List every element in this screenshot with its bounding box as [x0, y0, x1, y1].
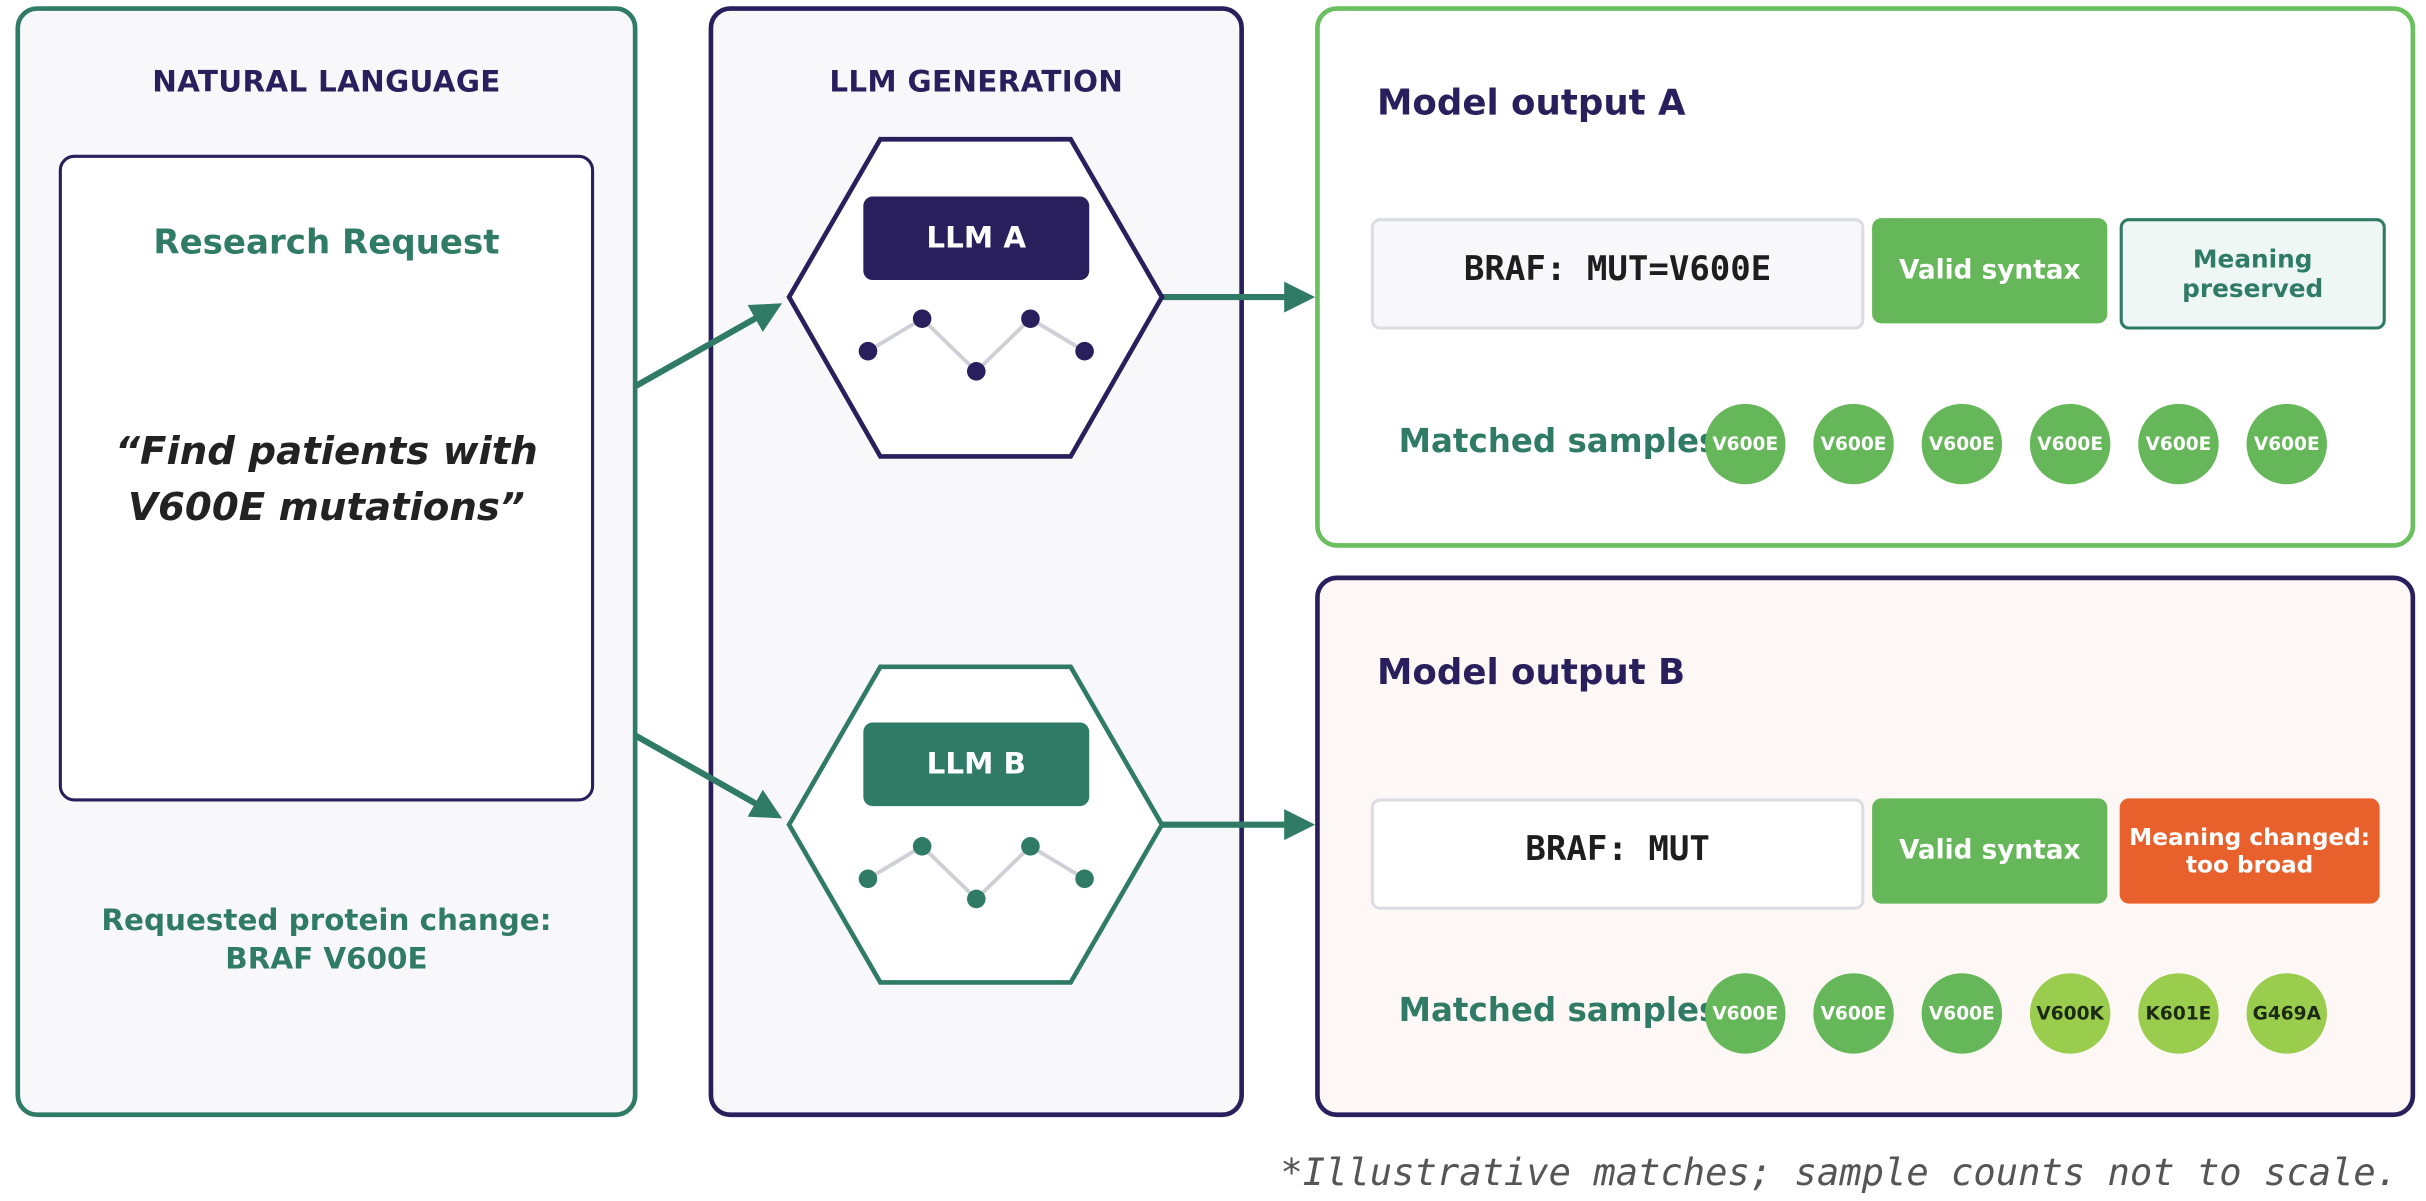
- output-a-sample-chip: V600E: [1813, 403, 1894, 485]
- output-b-matched-label: Matched samples:: [1398, 991, 1732, 1029]
- llm-generation-title: LLM GENERATION: [829, 64, 1124, 100]
- output-b-sample-chip: K601E: [2138, 973, 2219, 1054]
- output-a-matched-label: Matched samples:: [1398, 422, 1732, 460]
- llm-b-network-icon: [858, 837, 1094, 909]
- output-b-sample-chip: V600E: [1813, 973, 1894, 1054]
- llm-a-network-icon: [858, 309, 1094, 381]
- output-a-syntax-text: Valid syntax: [1898, 255, 2081, 287]
- output-a-sample-chip: V600E: [2246, 403, 2327, 485]
- quote-line-1: “Find patients with: [115, 428, 538, 474]
- output-a-meaning-text: Meaning preserved: [2182, 244, 2324, 304]
- output-a-sample-chip: V600E: [2029, 403, 2111, 485]
- llm-a-hexagon: [786, 136, 1165, 459]
- footnote: *Illustrative matches; sample counts not…: [1280, 1151, 2399, 1195]
- arrow-to-llm-b: [632, 732, 783, 819]
- research-request-card: Research Request “Find patients with V60…: [58, 154, 595, 802]
- output-b-meaning-line-1: Meaning changed:: [2129, 823, 2371, 851]
- output-a-sample-chip: V600E: [1921, 403, 2003, 485]
- output-a-syntax-badge: Valid syntax: [1872, 218, 2108, 324]
- output-a-sample-chip: V600E: [1705, 403, 1786, 485]
- llm-b-hexagon: [786, 664, 1165, 985]
- output-b-sample-chip: G469A: [2246, 973, 2327, 1054]
- output-b-query: BRAF: MUT: [1370, 798, 1865, 910]
- llm-a-label: LLM A: [863, 196, 1090, 281]
- protein-change-label: Requested protein change:: [101, 903, 552, 938]
- natural-language-title: NATURAL LANGUAGE: [152, 64, 501, 100]
- llm-b-label: LLM B: [863, 722, 1090, 807]
- output-b-title: Model output B: [1377, 652, 1686, 694]
- protein-change-value: BRAF V600E: [225, 942, 428, 977]
- output-b-sample-chip: V600E: [1921, 973, 2003, 1054]
- output-b-sample-chip: V600E: [1705, 973, 1786, 1054]
- output-b-meaning-line-2: too broad: [2185, 850, 2314, 879]
- output-b-syntax-text: Valid syntax: [1898, 835, 2081, 867]
- research-request-quote: “Find patients with V600E mutations”: [62, 424, 591, 535]
- output-b-syntax-badge: Valid syntax: [1872, 798, 2108, 904]
- quote-line-2: V600E mutations”: [128, 484, 525, 530]
- requested-protein-change: Requested protein change: BRAF V600E: [15, 902, 637, 979]
- output-a-sample-chip: V600E: [2138, 403, 2219, 485]
- output-a-meaning-badge: Meaning preserved: [2119, 218, 2386, 330]
- output-b-sample-chip: V600K: [2029, 973, 2111, 1054]
- output-a-title: Model output A: [1377, 83, 1686, 124]
- arrow-to-llm-a: [632, 303, 783, 390]
- research-request-title: Research Request: [153, 224, 500, 264]
- output-b-meaning-badge: Meaning changed: too broad: [2119, 798, 2380, 904]
- output-a-query: BRAF: MUT=V600E: [1370, 218, 1865, 330]
